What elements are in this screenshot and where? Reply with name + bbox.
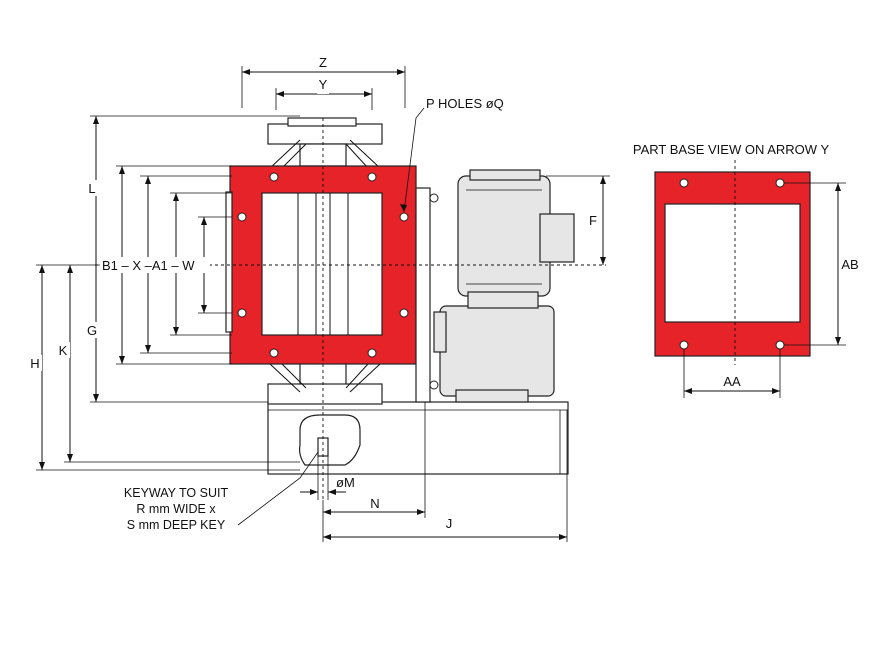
terminal-box — [539, 213, 575, 263]
label-f: F — [589, 213, 597, 228]
base-frame — [267, 401, 569, 475]
gearbox-foot — [455, 389, 529, 403]
top-inlet-lip — [287, 117, 357, 127]
part-base-view-title: PART BASE VIEW ON ARROW Y — [633, 142, 830, 157]
flange-opening — [261, 192, 383, 336]
bottom-outlet-flange — [267, 383, 383, 405]
label-aa: AA — [723, 374, 741, 389]
top-inlet-flange — [267, 123, 383, 145]
gearbox-coupling — [433, 311, 447, 353]
flange-side-edge — [225, 191, 233, 333]
label-z: Z — [319, 55, 327, 70]
shaft-boss — [298, 414, 361, 466]
label-g: G — [87, 323, 97, 338]
motor-gearbox-adapter — [467, 291, 539, 309]
label-y: Y — [319, 77, 328, 92]
label-k: K — [59, 343, 68, 358]
label-b1-x-a1-w: B1 – X –A1 – W — [102, 258, 195, 273]
end-bracket — [415, 187, 431, 403]
keyway-note-line-2: R mm WIDE x — [136, 502, 216, 516]
arrowheads — [39, 69, 606, 540]
motor-fan-cap — [469, 169, 541, 181]
keyway-slot — [317, 437, 329, 457]
label-n: N — [370, 496, 379, 511]
bolt-holes — [237, 172, 409, 358]
keyway-note-line-1: KEYWAY TO SUIT — [124, 486, 229, 500]
dimension-labels: Z Y P HOLES øQ L B1 – X –A1 – W G H K F … — [28, 55, 600, 532]
motor-gearbox — [433, 169, 575, 403]
part-base-view: PART BASE VIEW ON ARROW Y AB AA — [633, 142, 859, 398]
label-p-holes: P HOLES øQ — [426, 96, 504, 111]
label-ab: AB — [841, 257, 858, 272]
label-m: øM — [336, 475, 355, 490]
label-j: J — [446, 516, 453, 531]
motor-body — [457, 175, 551, 297]
base-view-opening — [664, 203, 801, 323]
keyway-note-line-3: S mm DEEP KEY — [127, 518, 226, 532]
label-h: H — [30, 356, 39, 371]
gearbox — [439, 305, 555, 397]
label-l: L — [88, 181, 95, 196]
